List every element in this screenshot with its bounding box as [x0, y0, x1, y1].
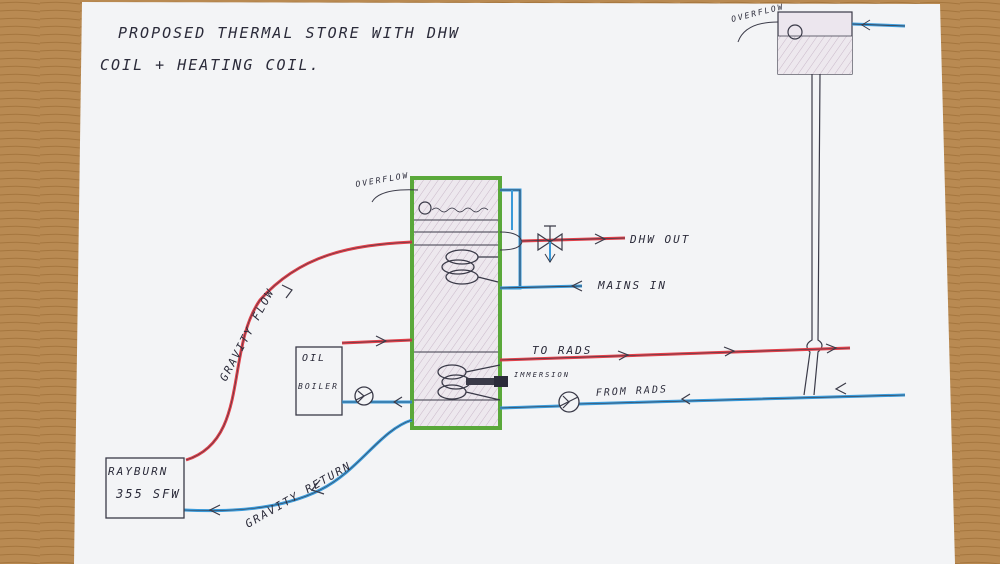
immersion-label: IMMERSION [514, 371, 570, 379]
mains-in-label: MAINS IN [597, 279, 667, 292]
gravity-return-arrow-icon-2 [208, 504, 221, 516]
gravity-return-arrow-icon [310, 479, 325, 495]
from-rads-arrow-icon-2 [834, 382, 847, 395]
overflow-store-arrow [371, 189, 419, 203]
header-tank [777, 11, 853, 75]
to-rads-arrow-icon-3 [825, 343, 838, 354]
mains-in-arrow-icon [570, 280, 583, 292]
dhw-out-label: DHW OUT [629, 233, 690, 246]
from-rads-arrow-icon [680, 393, 691, 405]
cold-feed-pipe [803, 74, 813, 396]
immersion-heater-icon [466, 378, 494, 385]
dhw-out-arrow-icon [594, 233, 607, 245]
from-rads-label: FROM RADS [596, 384, 669, 399]
rayburn-label-line2: 355 SFW [115, 487, 181, 501]
gravity-flow-arrow-icon [281, 284, 293, 299]
store-float-icon [418, 201, 432, 215]
to-rads-arrow-icon-2 [723, 346, 736, 357]
mixing-valve-icon [537, 225, 563, 263]
oil-label: OIL [302, 353, 326, 364]
rayburn-stove [105, 457, 185, 519]
overflow-header-arrow [737, 21, 779, 43]
title-line2: COIL + HEATING COIL. [100, 56, 321, 74]
boiler-label: BOILER [298, 382, 339, 391]
dhw-coil-icon [441, 249, 499, 285]
boiler-pump-icon [354, 386, 374, 406]
to-rads-label: TO RADS [532, 344, 592, 357]
to-rads-arrow-icon [617, 350, 630, 361]
boiler-return-arrow-icon [392, 396, 403, 408]
oil-boiler [295, 346, 343, 416]
boiler-flow-arrow-icon [375, 335, 388, 347]
rayburn-label-line1: RAYBURN [108, 465, 168, 478]
header-arrow-icon [861, 19, 871, 31]
title-line1: PROPOSED THERMAL STORE WITH DHW [118, 24, 460, 42]
rads-pump-icon [558, 391, 580, 413]
float-valve-icon [787, 24, 803, 40]
paper-sheet [74, 2, 955, 564]
thermal-store [410, 176, 502, 430]
